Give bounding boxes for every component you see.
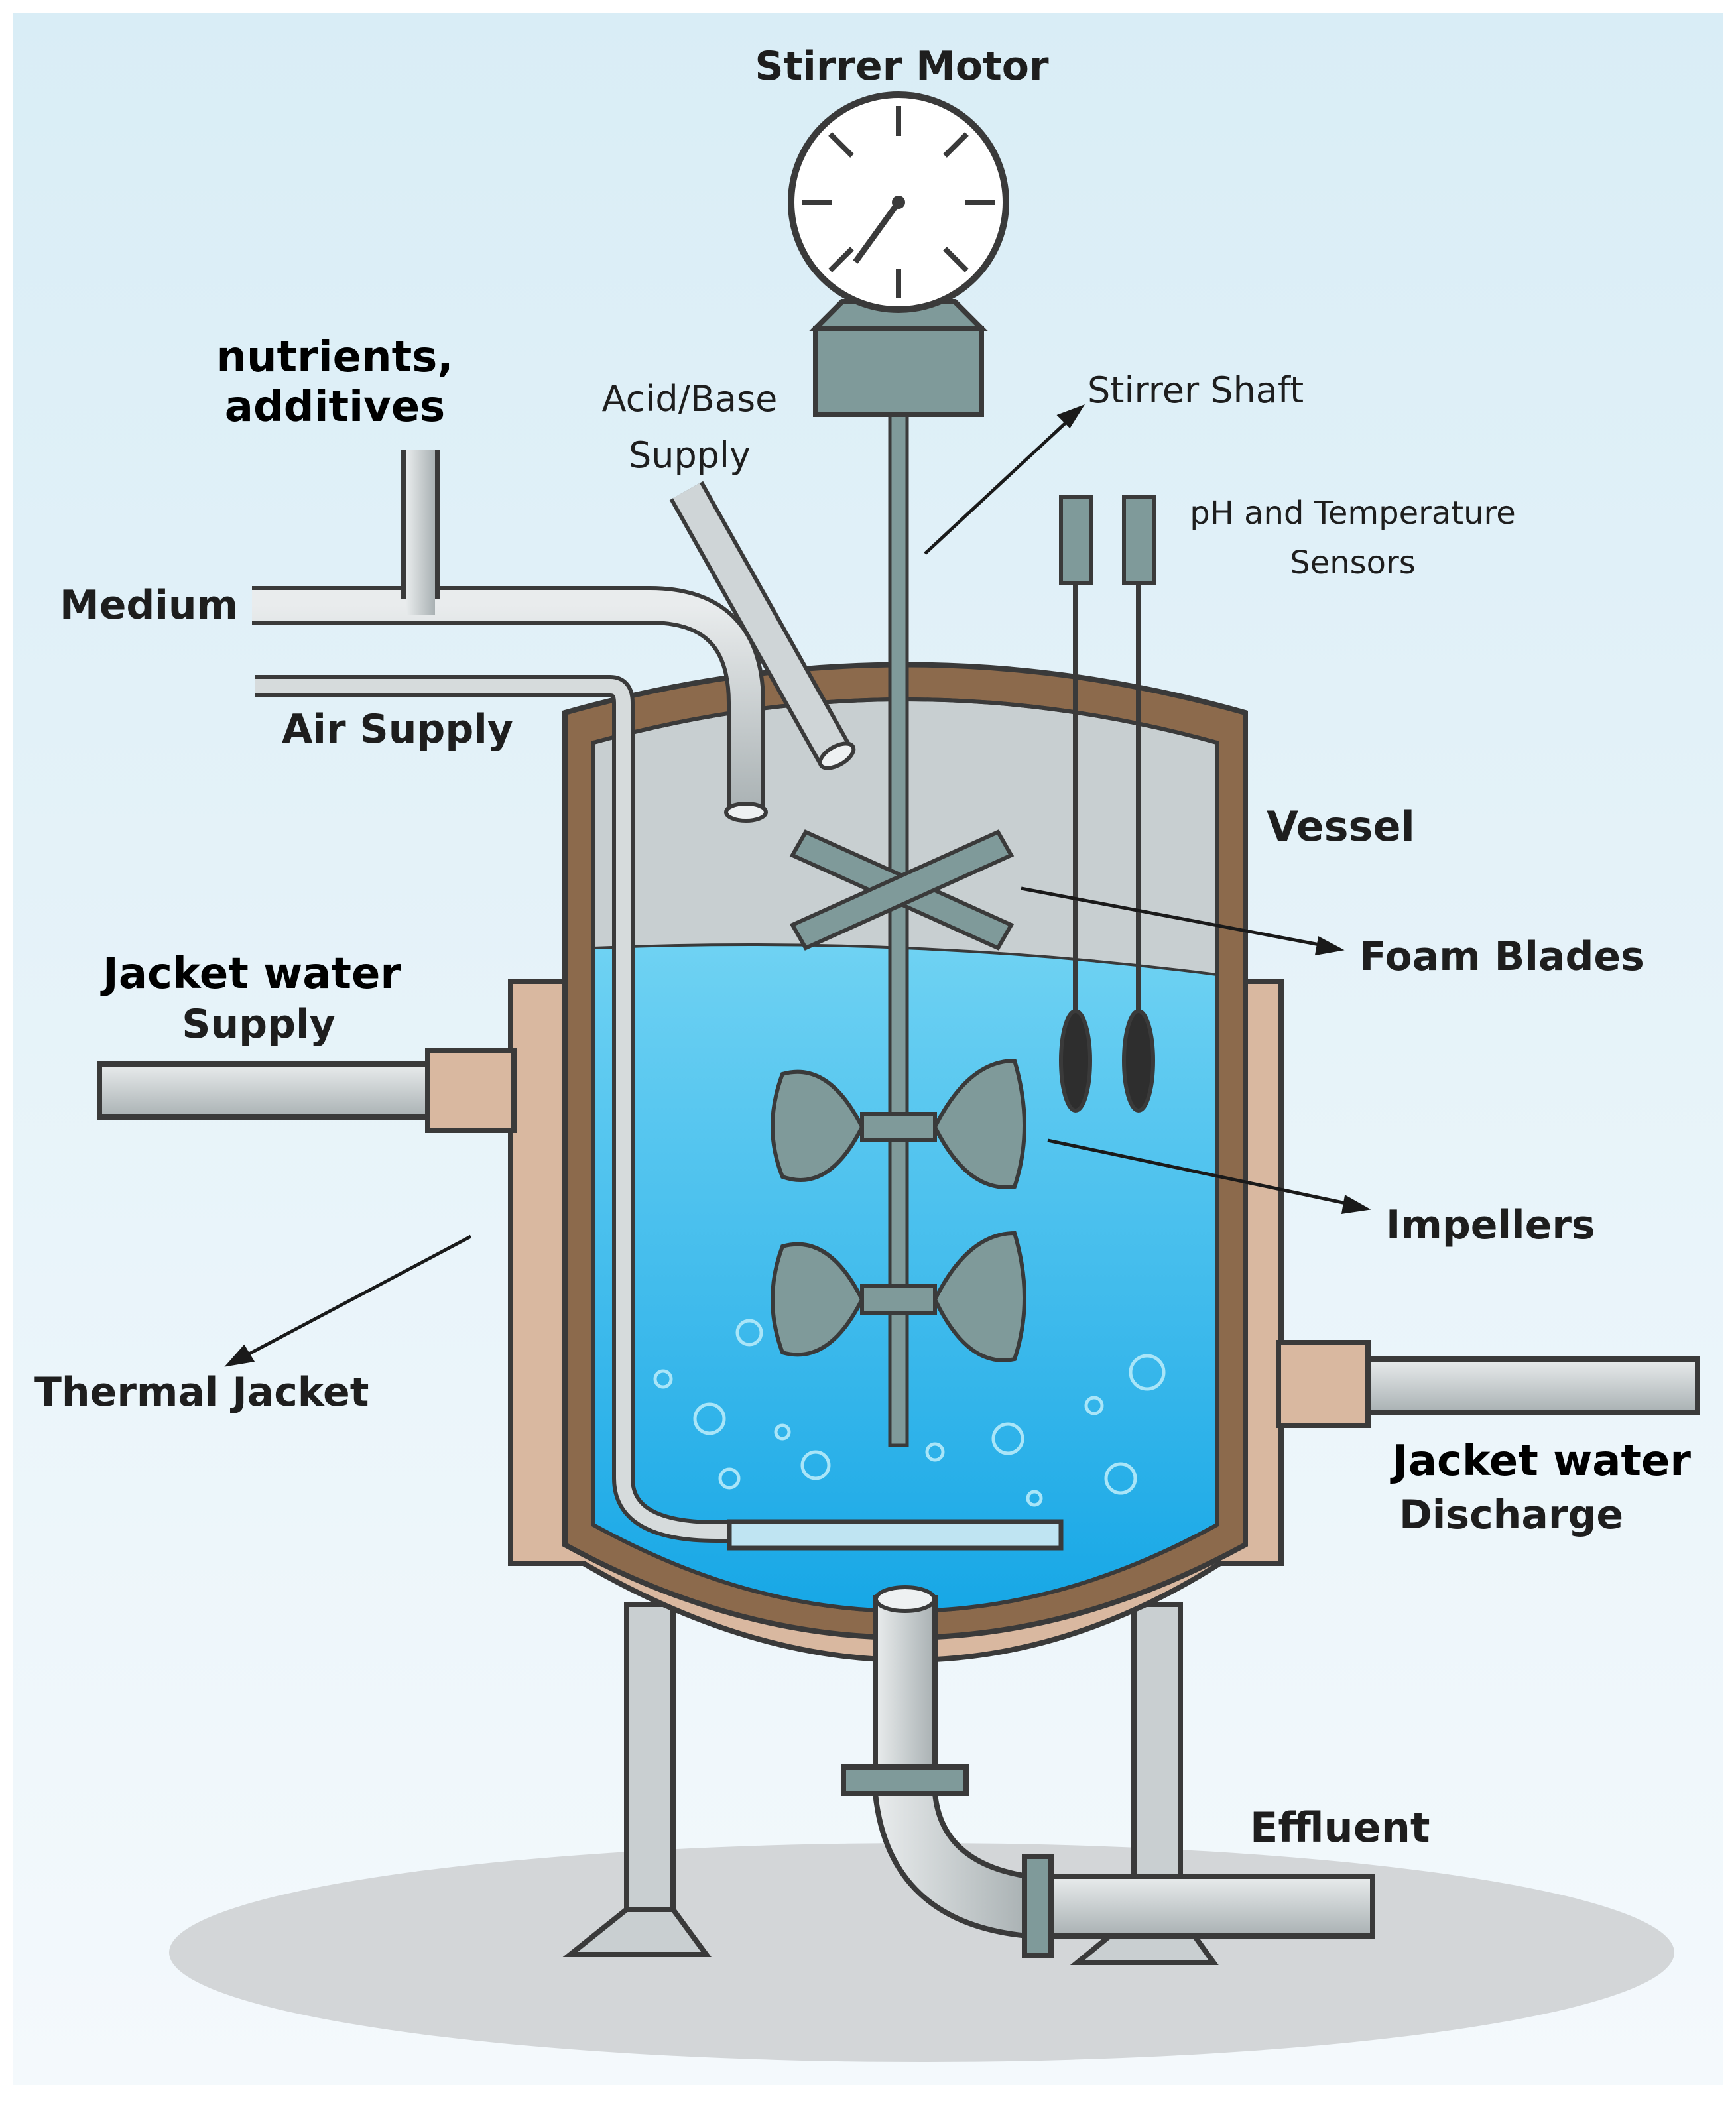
sensors-label-2: Sensors [1290,544,1416,581]
acid-base-pipe [669,481,856,770]
left-leg [624,1602,676,1919]
stirrer-shaft-label: Stirrer Shaft [1087,369,1304,411]
effluent-flange [841,1764,969,1796]
sensor-2-probe [1122,1009,1155,1113]
jacket-supply-label-2: Supply [182,1001,336,1048]
right-leg [1131,1602,1183,1925]
sensors-label: pH and Temperature [1190,495,1515,532]
air-supply-label: Air Supply [282,706,513,752]
vessel-label: Vessel [1267,802,1415,851]
sensor-1-head [1059,495,1093,585]
motor-housing [813,326,984,417]
nutrients-pipe [401,450,440,615]
gas-bubbles [653,1319,1166,1507]
gauge-needle [853,200,901,264]
jacket-discharge-label-2: Discharge [1399,1492,1623,1538]
medium-pipe [252,586,768,823]
impeller-upper [771,1058,1026,1189]
medium-label: Medium [60,582,238,629]
acid-base-supply-label: Supply [629,434,751,476]
effluent-valve [1022,1854,1054,1958]
foam-blades-label: Foam Blades [1359,933,1644,980]
sensor-2-head [1122,495,1156,585]
impellers-arrow [1047,1138,1347,1205]
jacket-discharge-pipe [1276,1340,1700,1428]
thermal-jacket-arrow [244,1234,472,1358]
impellers-label: Impellers [1386,1202,1595,1248]
foam-blades-arrow [1021,886,1320,947]
sensor-1-probe [1059,1009,1092,1113]
jacket-supply-pipe [97,1048,517,1133]
foam-blades [789,829,1015,951]
motor-neck [809,299,988,331]
acid-base-label: Acid/Base [602,378,778,420]
sparger [727,1519,1064,1551]
effluent-label: Effluent [1250,1803,1430,1852]
support-legs [562,1602,1219,1965]
impeller-lower [771,1231,1026,1362]
labels: Stirrer Motor nutrients, additives Acid/… [34,43,1691,1852]
ph-temperature-sensors [1059,495,1156,1113]
thermal-jacket-label: Thermal Jacket [34,1369,369,1415]
stirrer-motor [788,91,1009,417]
left-foot [562,1907,712,1957]
gauge-ticks [802,106,995,298]
pointer-arrows [224,404,1371,1367]
stirrer-motor-label: Stirrer Motor [755,43,1049,90]
effluent-pipe [841,1585,1375,1958]
nutrients-label: nutrients, [216,333,453,382]
additives-label: additives [225,383,446,432]
jacket-supply-label: Jacket water [100,949,401,998]
stirrer-shaft-arrow [924,420,1069,555]
jacket-discharge-label: Jacket water [1390,1437,1691,1486]
